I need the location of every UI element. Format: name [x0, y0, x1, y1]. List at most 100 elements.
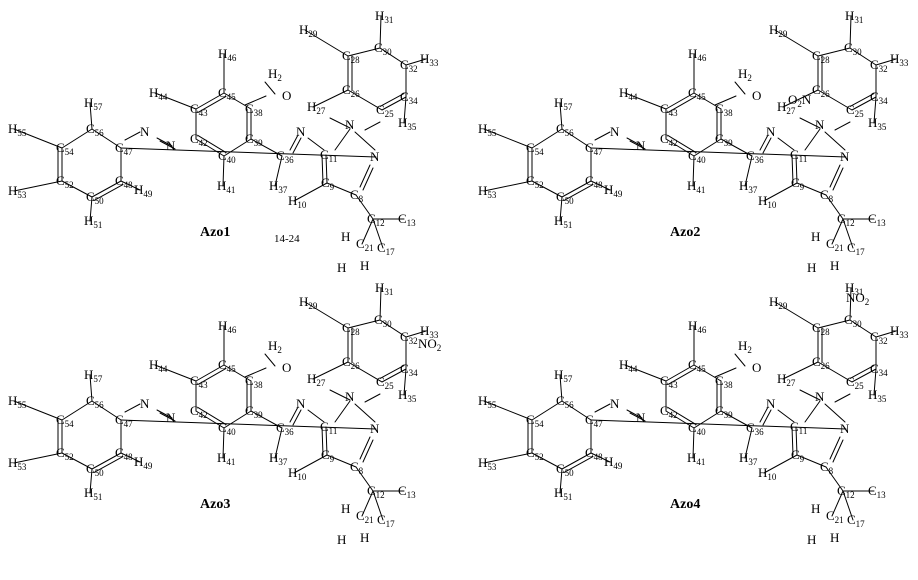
atom-label-h49: H49 [134, 454, 153, 471]
atom-label-c30: C30 [844, 40, 862, 57]
atom-label-h41: H41 [687, 178, 705, 195]
bond-line [692, 427, 695, 459]
bond-line [354, 403, 376, 423]
double-bond-line [667, 407, 697, 426]
bond-line [325, 154, 328, 184]
bond-line [804, 128, 821, 151]
atom-label-h31: H31 [375, 280, 393, 297]
atom-label-h55: H55 [8, 121, 27, 138]
bond-line [289, 406, 299, 423]
atom-label-n: N [766, 124, 776, 139]
hydroxyl-h-label: H2 [738, 66, 752, 83]
atom-label-c36: C36 [746, 148, 764, 165]
hydroxyl-o-label: O [282, 88, 291, 103]
bond-line [842, 218, 854, 249]
atom-label-c28: C28 [342, 320, 360, 337]
bond-line [782, 361, 819, 380]
atom-label-c42: C42 [660, 131, 678, 148]
atom-label-c47: C47 [115, 412, 133, 429]
atom-label-h: H [341, 501, 350, 516]
atom-label-c17: C17 [377, 240, 395, 257]
bond-line [693, 138, 722, 157]
bond-line [626, 409, 643, 419]
bond-line [692, 155, 695, 187]
bond-line [817, 47, 851, 57]
atom-label-h: H [341, 229, 350, 244]
bond-line [734, 353, 746, 367]
atom-label-c36: C36 [276, 420, 294, 437]
bond-line [829, 164, 841, 188]
bond-line [250, 138, 283, 157]
atom-label-c52: C52 [526, 445, 544, 462]
bond-line [782, 89, 819, 108]
atom-label-h57: H57 [554, 95, 573, 112]
atom-label-n: N [370, 421, 380, 436]
bond-line [817, 89, 853, 111]
atom-label-n: N [296, 124, 306, 139]
atom-label-c26: C26 [342, 354, 360, 371]
hydrogen-range-note: 14-24 [274, 233, 300, 245]
atom-label-n: N [636, 138, 646, 153]
bond-line [354, 131, 376, 151]
bond-line [347, 361, 383, 383]
bond-line [531, 180, 563, 198]
bond-line [120, 147, 377, 158]
atom-label-h51: H51 [554, 213, 572, 230]
bond-line [154, 364, 197, 382]
atom-label-c12: C12 [367, 211, 385, 228]
atom-label-h: H [811, 229, 820, 244]
atom-label-c30: C30 [374, 40, 392, 57]
bond-line [120, 452, 141, 463]
atom-label-c26: C26 [812, 354, 830, 371]
double-bond-line [762, 137, 772, 154]
bond-line [274, 427, 283, 459]
bond-line [875, 58, 897, 66]
atom-label-c34: C34 [870, 89, 888, 106]
atom-label-h37: H37 [739, 178, 758, 195]
bond-line [91, 452, 122, 470]
bond-line [559, 374, 563, 402]
bond-line [334, 128, 351, 151]
bond-line [714, 95, 737, 106]
bond-line [594, 403, 611, 413]
atom-label-c38: C38 [245, 101, 263, 118]
atom-label-c32: C32 [870, 57, 888, 74]
bond-line [223, 92, 252, 110]
atom-label-h53: H53 [478, 183, 497, 200]
atom-label-n: N [636, 410, 646, 425]
atom-label-h37: H37 [269, 450, 288, 467]
bond-line [842, 490, 854, 521]
atom-label-c39: C39 [245, 131, 263, 148]
hydroxyl-h-label: H2 [738, 338, 752, 355]
atom-label-h55: H55 [478, 393, 497, 410]
atom-label-h46: H46 [688, 46, 707, 63]
atom-label-n: N [840, 421, 850, 436]
hydroxyl-o-label: O [752, 360, 761, 375]
double-bond-line [159, 140, 176, 150]
double-bond-line [832, 439, 844, 463]
atom-label-h55: H55 [478, 121, 497, 138]
bond-line [355, 466, 374, 492]
atom-label-h37: H37 [269, 178, 288, 195]
bond-line [744, 427, 753, 459]
double-bond-line [791, 154, 794, 184]
atom-label-h53: H53 [478, 455, 497, 472]
atom-label-c32: C32 [400, 329, 418, 346]
nitro-group-label: NO2 [418, 336, 441, 353]
bond-line [156, 137, 173, 147]
atom-label-c56: C56 [86, 121, 104, 138]
atom-label-h41: H41 [687, 450, 705, 467]
atom-label-c32: C32 [870, 329, 888, 346]
double-bond-line [667, 135, 697, 154]
atom-label-h31: H31 [845, 8, 863, 25]
atom-label-c48: C48 [115, 173, 133, 190]
atom-label-c12: C12 [837, 483, 855, 500]
atom-label-c12: C12 [837, 211, 855, 228]
atom-label-c56: C56 [556, 393, 574, 410]
atom-label-c17: C17 [377, 512, 395, 529]
bond-line [590, 419, 847, 430]
bond-line [364, 393, 381, 403]
atom-label-h44: H44 [619, 357, 638, 374]
atom-label-c48: C48 [585, 173, 603, 190]
